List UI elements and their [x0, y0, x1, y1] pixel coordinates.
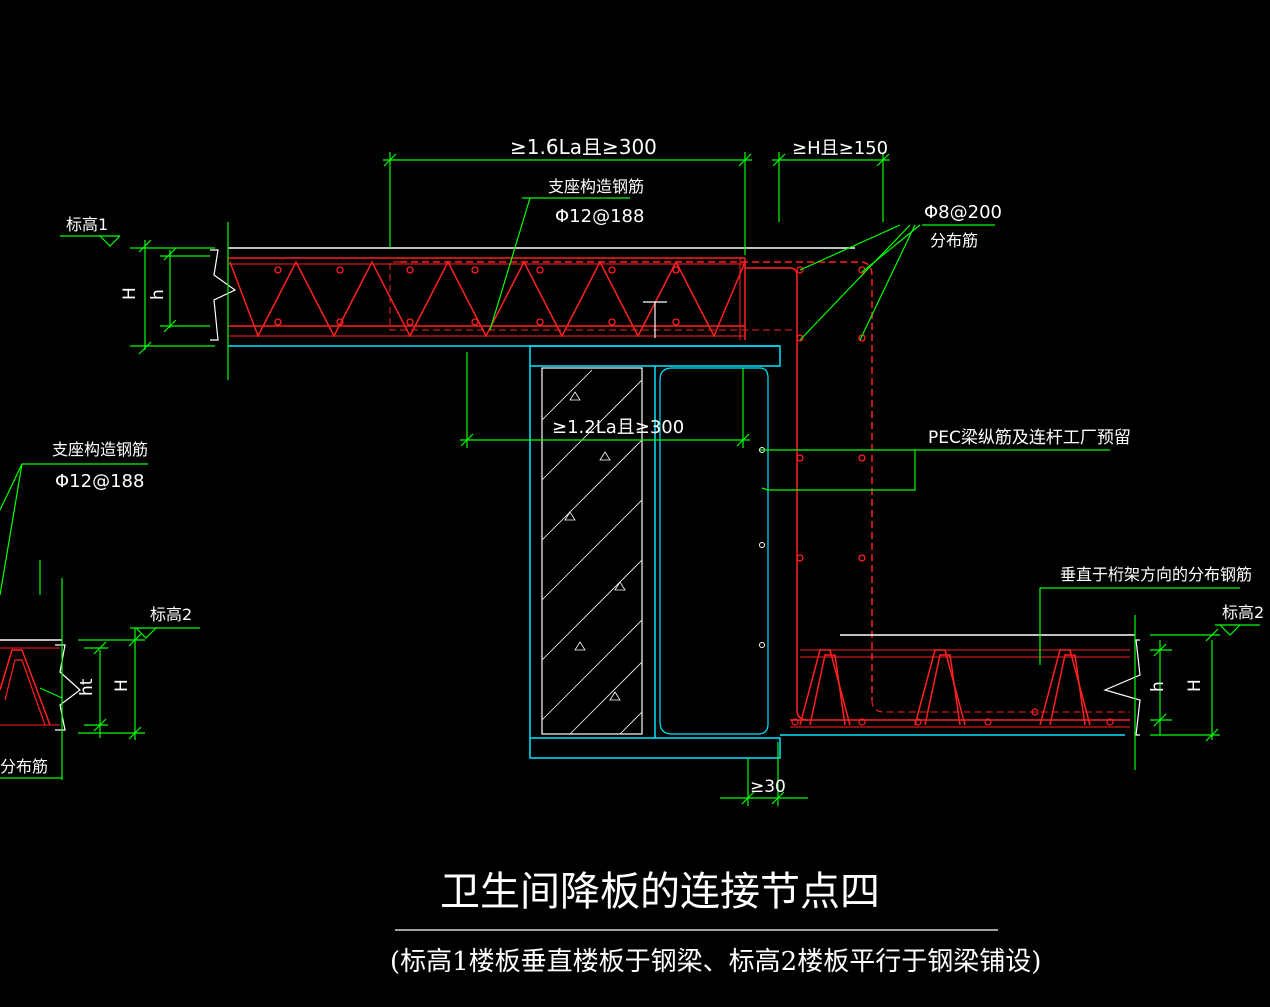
support-rebar-label: 支座构造钢筋	[548, 177, 644, 196]
elev2-left-label: 标高2	[150, 605, 192, 624]
perp-dist-rebar-label: 垂直于桁架方向的分布钢筋	[1060, 565, 1252, 584]
h-left-top: h	[148, 289, 168, 300]
stud-mark	[643, 301, 667, 338]
dim-30-label: ≥30	[750, 777, 786, 797]
ht-left-bottom: ht	[77, 678, 97, 696]
dist-rebar-left-label: 分布筋	[0, 757, 48, 776]
lower-slab-left	[0, 639, 81, 731]
title-block: 卫生间降板的连接节点四 (标高1楼板垂直楼板于钢梁、标高2楼板平行于钢梁铺设)	[390, 869, 1041, 977]
H-left-top: H	[120, 287, 140, 300]
pec-note-label: PEC梁纵筋及连杆工厂预留	[928, 428, 1131, 448]
lower-slab-right	[780, 634, 1141, 736]
dim-mid-label: ≥1.2La且≥300	[552, 417, 684, 438]
drawing-subtitle: (标高1楼板垂直楼板于钢梁、标高2楼板平行于钢梁铺设)	[390, 947, 1041, 977]
concrete-core	[541, 367, 643, 735]
dist-rebar-label: 分布筋	[930, 231, 978, 250]
support-rebar-spec-label: Φ12@188	[555, 206, 644, 227]
H-left-bottom: H	[112, 679, 132, 692]
steel-beam	[529, 345, 781, 759]
elev1-label: 标高1	[66, 215, 108, 234]
support-rebar-left-label: 支座构造钢筋	[52, 440, 148, 459]
h-right: h	[1148, 681, 1168, 692]
beam-web-dots	[759, 447, 765, 648]
dim-top-left-label: ≥1.6La且≥300	[510, 135, 657, 159]
elevation-markers	[99, 235, 1241, 639]
truss-web-upper	[229, 260, 746, 338]
drawing-title: 卫生间降板的连接节点四	[440, 869, 880, 915]
H-right: H	[1185, 679, 1205, 692]
labels: ≥1.6La且≥300 ≥H且≥150 支座构造钢筋 Φ12@188 Φ8@20…	[0, 135, 1264, 797]
upper-slab	[210, 247, 873, 710]
dist-rebar-spec-label: Φ8@200	[924, 202, 1002, 223]
dim-top-right-label: ≥H且≥150	[792, 138, 888, 159]
rebar-dots-upper	[274, 266, 866, 562]
dimension-lines	[0, 152, 1260, 806]
support-rebar-spec-left-label: Φ12@188	[55, 471, 144, 492]
elev2-right-label: 标高2	[1222, 603, 1264, 622]
